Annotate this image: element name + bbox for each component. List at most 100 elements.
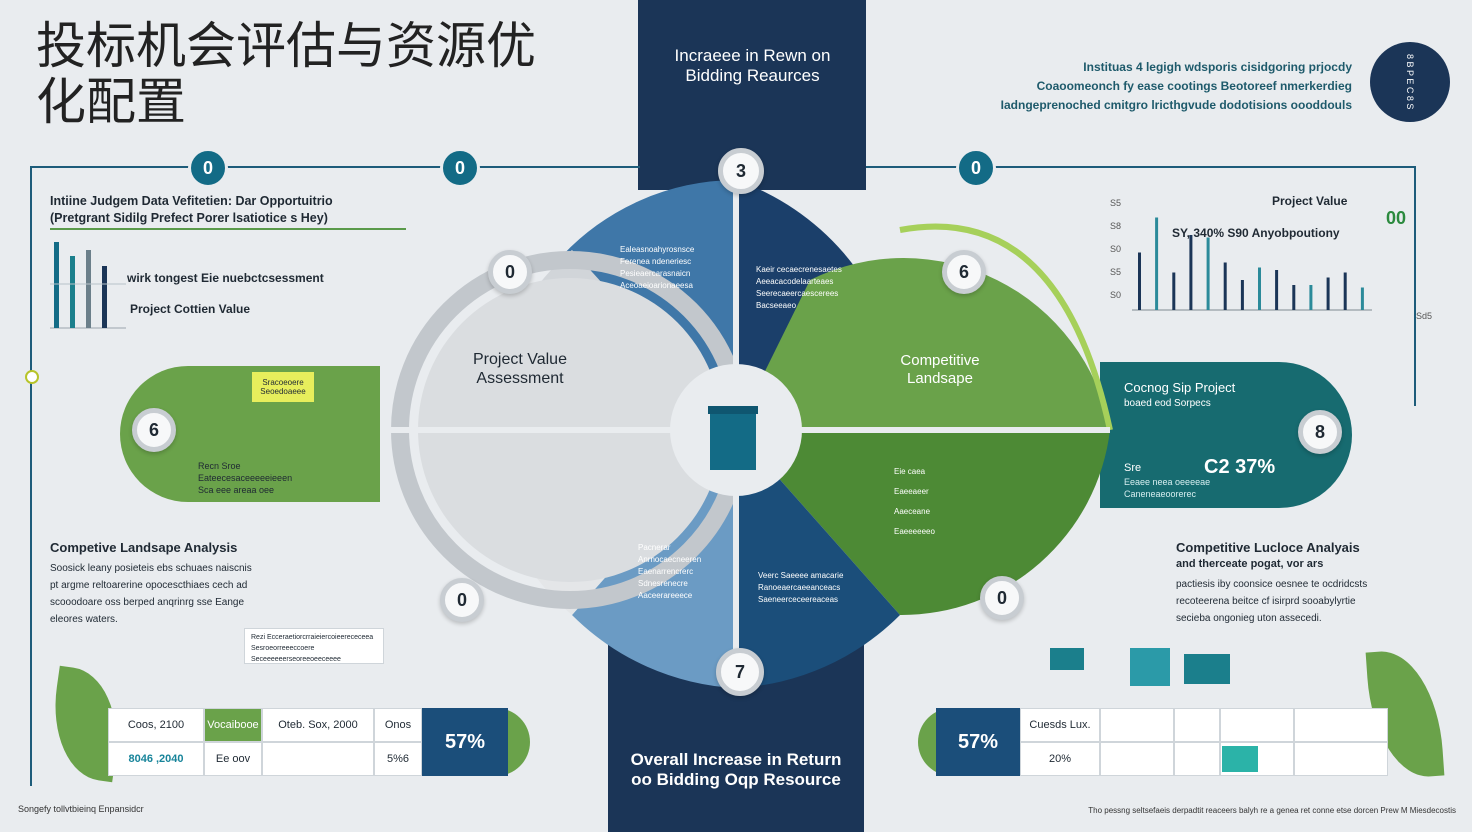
green-pill-line: Eateecesaceeeeeieeen	[198, 473, 293, 483]
right-analysis-line: secieba ongonieg uton assecedi.	[1176, 613, 1322, 624]
left-panel-heading-2: (Pretgrant Sidilg Prefect Porer lsatioti…	[50, 211, 328, 225]
table-cell	[1174, 742, 1220, 776]
teal-pill-title: Cocnog Sip Project	[1124, 380, 1236, 395]
green-sector-line: Eie caea	[894, 467, 926, 476]
page-title: 投标机会评估与资源优化配置	[36, 17, 536, 131]
left-analysis-line: Soosick leany posieteis ebs schuaes nais…	[50, 563, 252, 574]
blue-sector-line: Veerc Saeeee amacarie	[758, 571, 844, 580]
ytick: S5	[1110, 198, 1122, 208]
table-cell: Oteb. Sox, 2000	[262, 708, 374, 742]
table-cell	[1294, 708, 1388, 742]
marker-bottom-right: 0	[980, 576, 1024, 620]
callout-line: Rezi Ecceraetiorcrraieiercoieerececeea	[251, 634, 374, 641]
table-cell: Ee oov	[204, 742, 262, 776]
right-analysis-title: Competitive Lucloce Analyais	[1176, 540, 1360, 555]
marker-right-pill: 8	[1298, 410, 1342, 454]
top-band-text: Incraeee in Rewn on Bidding Reaurces	[674, 46, 831, 85]
left-analysis-line: pt argme reltoarerine opocescthiaes cech…	[50, 580, 248, 591]
bar	[1309, 285, 1313, 310]
green-pill-tag: Sracoeoere Seoedoaeee	[252, 372, 314, 402]
blue-sector-line: Anrnocaecneeren	[638, 555, 702, 564]
mini-bar	[54, 242, 59, 328]
blue-sector-line: Ealeasnoahyrosnsce	[620, 245, 695, 254]
table-cell: Cuesds Lux.	[1020, 708, 1100, 742]
right-analysis-line: pactiesis iby coonsice oesnee te ocdridc…	[1176, 579, 1368, 590]
table-cell: 8046 ,2040	[108, 742, 204, 776]
bar	[1206, 237, 1210, 310]
marker-green-dial: 6	[942, 250, 986, 294]
table-cell: Coos, 2100	[108, 708, 204, 742]
bar	[1292, 285, 1296, 310]
bar	[1223, 262, 1227, 310]
teal-pill-tag: Sre	[1124, 462, 1142, 474]
marker-right-mid: 0	[956, 148, 996, 188]
right-chart-subtitle: SY, 340% S90 Anyobpoutiony	[1172, 226, 1340, 240]
teal-pill-sub: boaed eod Sorpecs	[1124, 398, 1211, 409]
table-cell	[1294, 742, 1388, 776]
center-wheel	[390, 170, 1113, 690]
table-cell	[1220, 708, 1294, 742]
ytick: S0	[1110, 244, 1122, 254]
left-panel-underline	[50, 228, 406, 230]
timeline-left-vertical	[30, 166, 32, 786]
blue-sector-line: Bacseeaeo	[756, 301, 797, 310]
table-cell: 5%6	[374, 742, 422, 776]
marker-bottom-dial: 7	[716, 648, 764, 696]
left-panel-heading-1: Intiine Judgem Data Vefitetien: Dar Oppo…	[50, 194, 333, 208]
table-cell	[1100, 742, 1174, 776]
green-sector-line: Aaeceane	[894, 507, 931, 516]
right-analysis-line: recoteerena beitce cf isirprd sooabylyrt…	[1176, 596, 1356, 607]
blue-sector-line: Kaeir cecaecrenesaetes	[756, 265, 842, 274]
green-sector-line: Eaeeaeer	[894, 487, 929, 496]
teal-swatch	[1222, 746, 1258, 772]
green-pill-line: Sca eee areaa oee	[198, 485, 275, 495]
left-panel-label-2: Project Cottien Value	[130, 302, 251, 316]
teal-pill-line: Eeaee neea oeeeeae	[1124, 477, 1211, 487]
marker-bottom-left: 0	[440, 578, 484, 622]
marker-left-pill: 6	[132, 408, 176, 452]
bar	[1240, 280, 1244, 310]
bar	[1138, 252, 1141, 310]
mini-bar	[70, 256, 75, 328]
table-cell: 20%	[1020, 742, 1100, 776]
left-analysis-line: scooodoare oss berped anqrinrg sse Eange	[50, 597, 245, 608]
timeline-right-vertical	[1414, 166, 1416, 406]
top-right-line-3: Iadngeprenoched cmitgro lricthgvude dodo…	[1000, 98, 1352, 112]
left-mini-chart	[50, 242, 126, 329]
left-panel-label-1: wirk tongest Eie nuebctcsessment	[127, 271, 324, 285]
bar-chart-svg	[1132, 217, 1372, 311]
blue-sector-line: Seerecaeercaescerees	[756, 289, 839, 298]
teal-pill-line: Caneneaeoorerec	[1124, 489, 1197, 499]
teal-pill-value: C2 37%	[1204, 456, 1276, 478]
blue-sector-line: Aaceerareeece	[638, 591, 693, 600]
bar	[1172, 272, 1176, 310]
blue-sector-line: Eaenarrencrerc	[638, 567, 694, 576]
blue-sector-line: Saeneerceceereaceas	[758, 595, 839, 604]
ytick: S8	[1110, 221, 1122, 231]
footer-left: Songefy tollvtbieinq Enpansidcr	[18, 804, 144, 814]
mini-bar	[102, 266, 107, 328]
blue-sector-line: Pacnerar	[638, 543, 671, 552]
blue-sector-line: Pesieaercarasnaicn	[620, 269, 691, 278]
right-analysis-sub: and therceate pogat, vor ars	[1176, 558, 1324, 570]
footer-right: Tho pessng seltsefaeis derpadtit reaceer…	[1088, 806, 1456, 815]
blue-sector-line: Aeeacacodelaarteaes	[756, 277, 834, 286]
marker-top-center: 3	[718, 148, 764, 194]
right-table-pct: 57%	[936, 708, 1020, 776]
xtick: Sd5	[1416, 311, 1433, 321]
timeline-node	[25, 370, 39, 384]
blue-sector-line: Ferenea ndeneriesc	[620, 257, 692, 266]
green-pill-line: Recn Sroe	[198, 461, 241, 471]
bar	[1360, 287, 1364, 310]
green-sector-label: Competitive Landsape	[900, 352, 980, 387]
callout-box: Rezi Ecceraetiorcrraieiercoieerececeea S…	[244, 628, 384, 664]
timeline-right	[866, 166, 1416, 168]
bar	[1275, 270, 1279, 310]
bar	[1258, 267, 1261, 310]
table-cell: Onos	[374, 708, 422, 742]
blue-sector-line: Sdnesrenecre	[638, 579, 688, 588]
marker-left-dial: 0	[488, 250, 532, 294]
callout-line: Sesroeorreeeccoere	[251, 645, 315, 652]
right-chart-value: 00	[1386, 208, 1407, 228]
callout-line: Seceeeeeerseoreeoeeceeee	[251, 656, 341, 663]
